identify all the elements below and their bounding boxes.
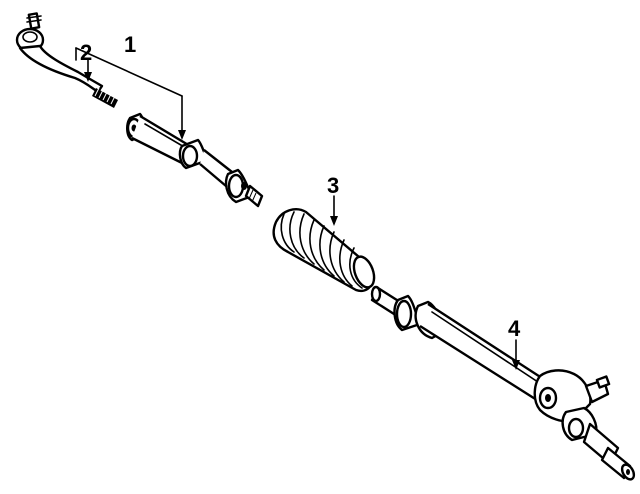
inner-tie-rod [126, 112, 264, 208]
rack-boot [272, 208, 376, 293]
callout-4: 4 [508, 316, 521, 341]
leader-lines [75, 47, 520, 370]
outer-tie-rod-end [15, 12, 118, 108]
callout-1: 1 [124, 32, 136, 57]
tie-rod-thread [92, 87, 118, 108]
leader-1-bracket [75, 47, 183, 97]
callout-3: 3 [327, 173, 339, 198]
rack-housing [370, 285, 636, 481]
callout-2: 2 [80, 40, 92, 65]
